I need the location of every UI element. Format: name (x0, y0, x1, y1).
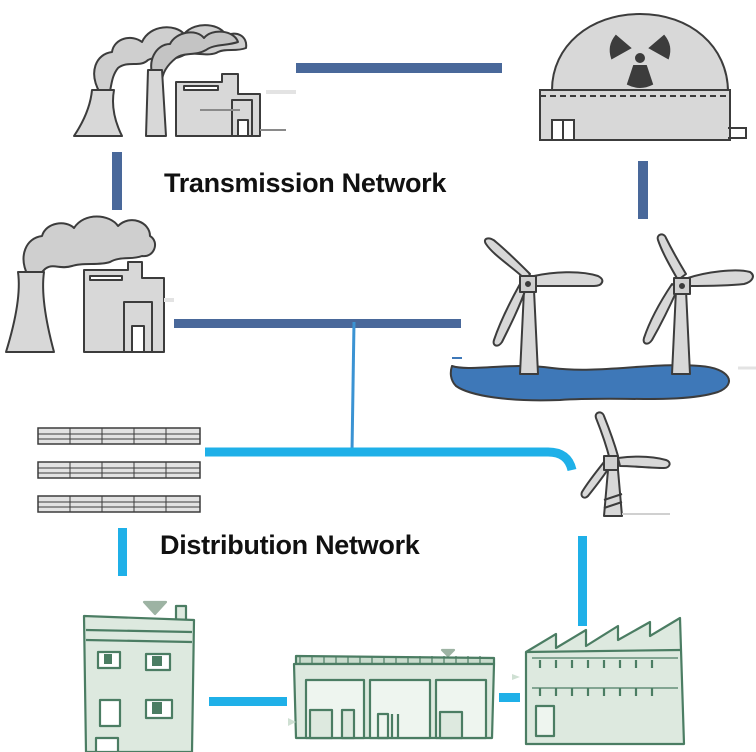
solar-panel-icon (37, 427, 201, 513)
transformer-link-line (350, 321, 356, 453)
house-icon (82, 600, 196, 752)
distribution-line-left-vertical (118, 528, 127, 576)
transmission-line-right-vertical (638, 161, 648, 219)
distribution-network-label: Distribution Network (160, 530, 420, 560)
transmission-line-middle (174, 319, 461, 328)
distribution-line-bottom-left (209, 697, 287, 706)
wind-turbine-icon (580, 411, 671, 517)
power-plant-icon (73, 24, 296, 137)
transmission-line-top (296, 63, 502, 73)
commercial-building-icon (288, 648, 496, 740)
transmission-line-left-vertical (112, 152, 122, 210)
factory-icon (512, 616, 686, 746)
distribution-line-top (205, 447, 577, 472)
distribution-line-right-vertical (578, 536, 587, 626)
distribution-lines (118, 321, 587, 706)
nuclear-plant-icon (539, 12, 747, 141)
distribution-line-bottom-right (499, 693, 520, 702)
offshore-wind-farm-icon (449, 233, 756, 402)
transmission-lines (112, 63, 648, 328)
power-plant-icon (5, 215, 174, 353)
transmission-network-label: Transmission Network (164, 168, 447, 198)
